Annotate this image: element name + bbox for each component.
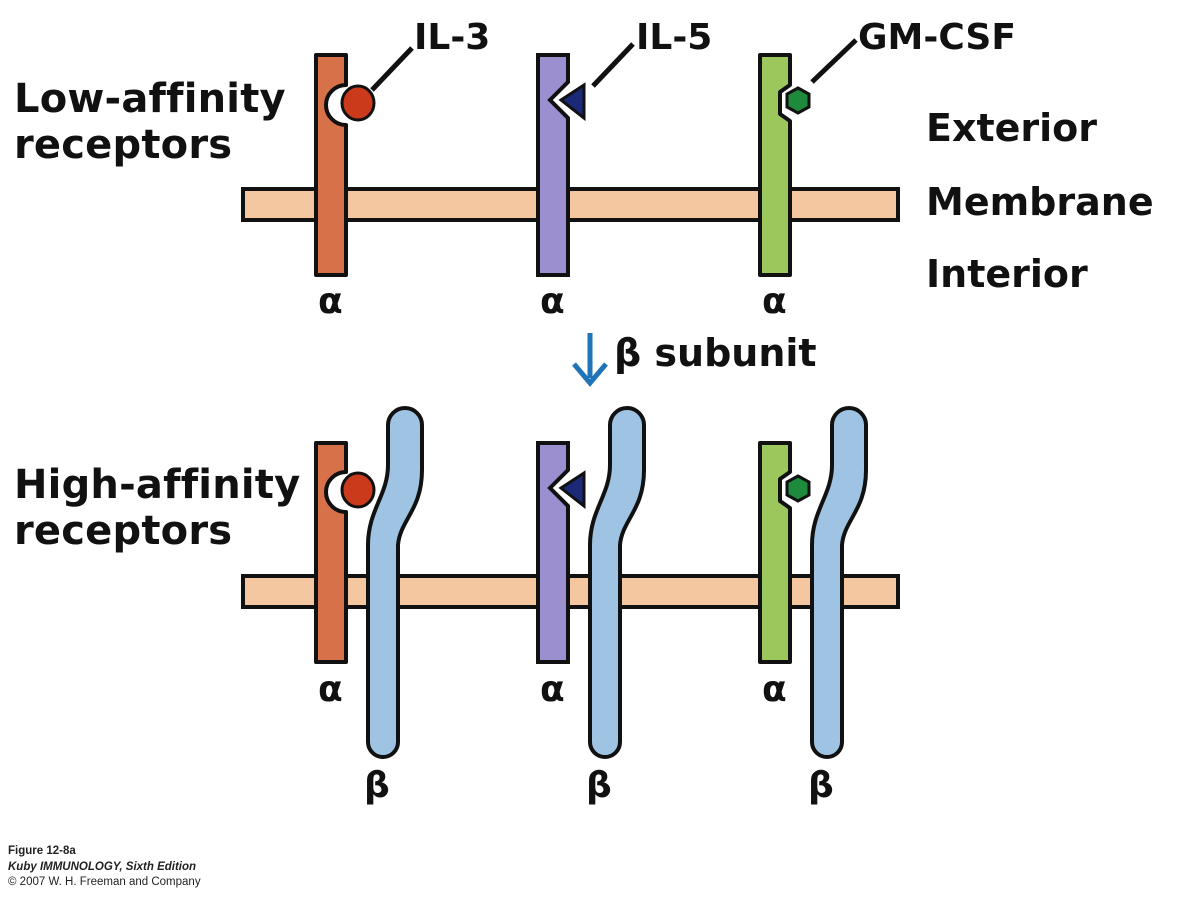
beta-label-il5: β <box>586 765 612 806</box>
il5-alpha-chain-high <box>536 441 570 664</box>
il3-alpha-chain-high <box>314 441 348 664</box>
alpha-label-il5-low: α <box>540 281 565 322</box>
figure-number: Figure 12-8a <box>8 845 76 857</box>
high-affinity-line2: receptors <box>14 508 233 554</box>
book-title: Kuby IMMUNOLOGY, Sixth Edition <box>8 860 197 873</box>
gmcsf-label: GM-CSF <box>858 17 1016 58</box>
il3-pointer-line <box>370 46 414 92</box>
beta-label-il3: β <box>364 765 390 806</box>
il3-ligand-high <box>340 471 376 509</box>
il5-ligand-low <box>558 82 586 122</box>
alpha-label-gmcsf-high: α <box>762 669 787 710</box>
gmcsf-pointer-line <box>810 38 858 84</box>
gmcsf-alpha-chain-high <box>758 441 792 664</box>
beta-subunit-label: β subunit <box>614 331 817 375</box>
arrow-head <box>572 362 608 387</box>
alpha-label-il5-high: α <box>540 669 565 710</box>
il3-ligand-low <box>340 84 376 122</box>
exterior-label: Exterior <box>926 106 1098 150</box>
figure-caption: Figure 12-8a Kuby IMMUNOLOGY, Sixth Edit… <box>8 844 201 891</box>
copyright: © 2007 W. H. Freeman and Company <box>8 876 201 889</box>
high-affinity-line1: High-affinity <box>14 462 301 508</box>
gmcsf-ligand-low <box>785 86 811 115</box>
alpha-label-il3-high: α <box>318 669 343 710</box>
beta-label-gmcsf: β <box>808 765 834 806</box>
membrane-label: Membrane <box>926 180 1154 224</box>
alpha-label-gmcsf-low: α <box>762 281 787 322</box>
gmcsf-ligand-high <box>785 474 811 503</box>
low-affinity-line1: Low-affinity <box>14 76 286 122</box>
il5-alpha-chain-low <box>536 53 570 277</box>
low-affinity-label: Low-affinity receptors <box>14 76 286 168</box>
high-affinity-label: High-affinity receptors <box>14 462 300 554</box>
il3-beta-chain <box>366 406 424 759</box>
il5-pointer-line <box>591 42 635 88</box>
il5-beta-chain <box>588 406 646 759</box>
il3-alpha-chain-low <box>314 53 348 277</box>
interior-label: Interior <box>926 252 1088 296</box>
il5-ligand-high <box>558 470 586 510</box>
il5-label: IL-5 <box>636 17 713 58</box>
low-affinity-line2: receptors <box>14 122 233 168</box>
gmcsf-alpha-chain-low <box>758 53 792 277</box>
il3-label: IL-3 <box>414 17 491 58</box>
alpha-label-il3-low: α <box>318 281 343 322</box>
gmcsf-beta-chain <box>810 406 868 759</box>
